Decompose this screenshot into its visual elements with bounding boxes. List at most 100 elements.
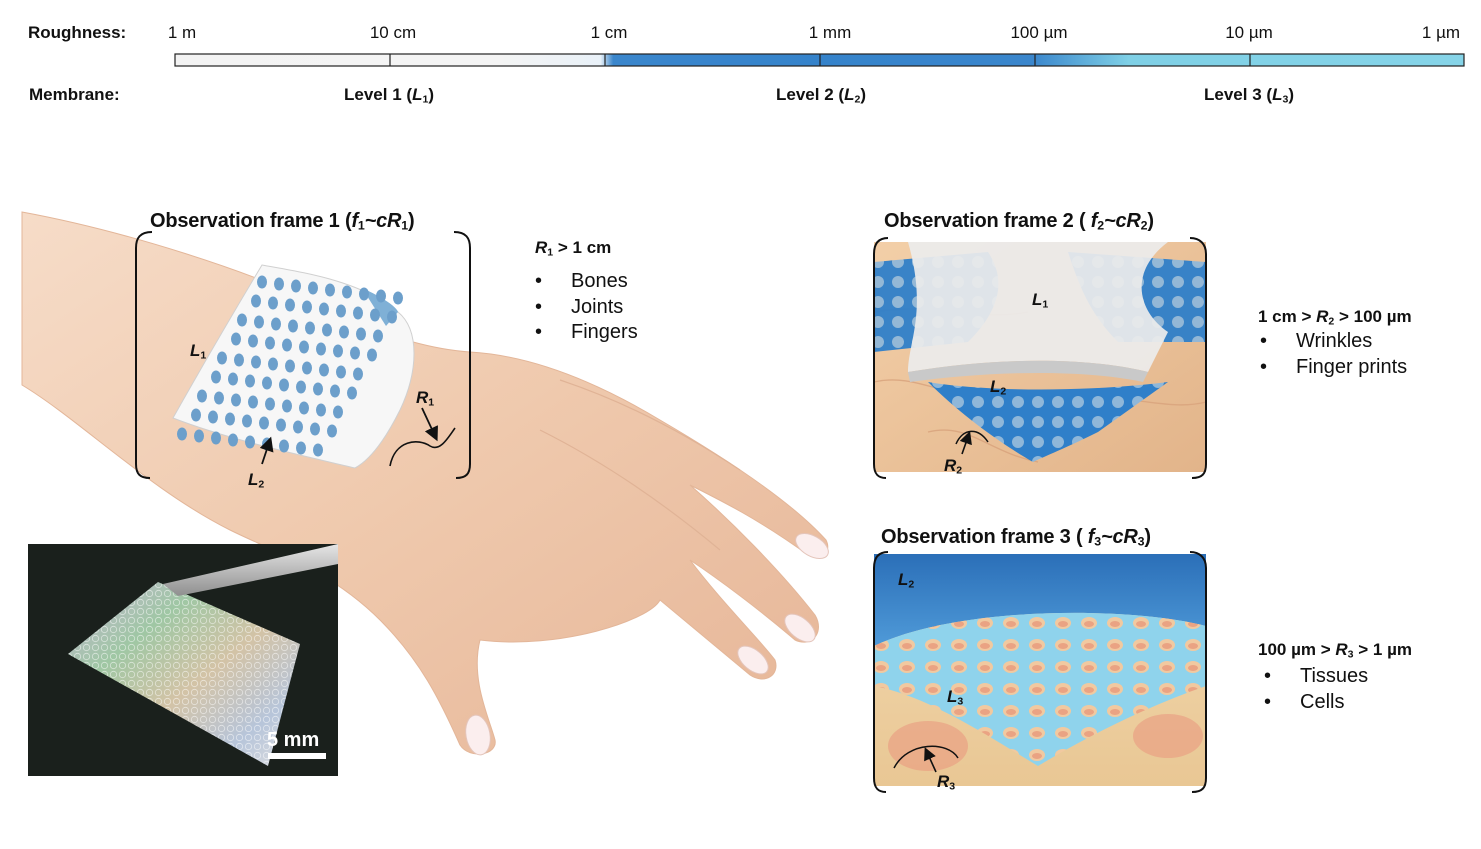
patch-dot <box>285 298 295 312</box>
patch-dot <box>319 302 329 316</box>
level-1-label: Level 1 (L1) <box>344 85 434 106</box>
patch-dot <box>359 287 369 301</box>
patch-dot <box>376 289 386 303</box>
fingernail <box>737 645 769 675</box>
patch-dot <box>217 351 227 365</box>
membrane-label: Membrane: <box>29 85 120 104</box>
patch-dot <box>291 279 301 293</box>
patch-dot <box>296 441 306 455</box>
frame3-illustration <box>873 551 1207 793</box>
frame2-condition: 1 cm > R2 > 100 µm <box>1258 307 1412 328</box>
patch-dot <box>242 414 252 428</box>
patch-dot <box>310 422 320 436</box>
membrane-photo: 5 mm <box>28 544 338 776</box>
patch-dot <box>319 363 329 377</box>
membrane-photo-image <box>28 544 338 776</box>
patch-dot <box>271 317 281 331</box>
frame3-list: Tissues Cells <box>1264 664 1368 715</box>
fingernail <box>465 714 491 756</box>
l1-membrane <box>908 242 1168 372</box>
patch-dot <box>254 315 264 329</box>
patch-dot <box>245 374 255 388</box>
patch-dot <box>353 367 363 381</box>
patch-dot <box>265 336 275 350</box>
patch-dot <box>325 283 335 297</box>
frame1-arrows <box>259 407 438 465</box>
patch-dot <box>299 340 309 354</box>
patch-dot <box>353 306 363 320</box>
l2-membrane <box>874 554 1206 646</box>
list-item: Cells <box>1264 690 1368 716</box>
level-2-label: Level 2 (L2) <box>776 85 866 106</box>
frame2-illustration <box>873 237 1207 479</box>
level-3-label: Level 3 (L3) <box>1204 85 1294 106</box>
list-item: Finger prints <box>1260 355 1407 381</box>
patch-dot <box>248 395 258 409</box>
frame1-label-l1: L1 <box>190 341 207 362</box>
tick-label-1m: 1 m <box>167 23 197 42</box>
patch-dot <box>208 410 218 424</box>
tick-label-1cm: 1 cm <box>590 23 628 42</box>
frame2-label-r2: R2 <box>944 456 963 477</box>
patch-dot <box>342 285 352 299</box>
patch-dot <box>279 378 289 392</box>
tick-label-1mm: 1 mm <box>808 23 852 42</box>
patch-dot <box>259 416 269 430</box>
patch-dot <box>197 389 207 403</box>
patch-dot <box>316 403 326 417</box>
patch-dot <box>387 310 397 324</box>
patch-dot <box>336 365 346 379</box>
frame3-title: Observation frame 3 ( f3~cR3) <box>881 526 1151 549</box>
patch-dot <box>214 391 224 405</box>
patch-dot <box>296 380 306 394</box>
list-item: Joints <box>535 295 638 321</box>
patch-dot <box>285 359 295 373</box>
fingernail <box>795 533 829 559</box>
frame1-title: Observation frame 1 (f1~cR1) <box>150 210 415 233</box>
patch-dot <box>231 393 241 407</box>
membrane-levels: Level 1 (L1) Level 2 (L2) Level 3 (L3) <box>0 85 1481 109</box>
roughness-tick-labels: 1 m 10 cm 1 cm 1 mm 100 µm 10 µm 1 µm <box>0 23 1481 45</box>
frame1-label-l2: L2 <box>248 470 265 491</box>
patch-dot <box>327 424 337 438</box>
patch-dot <box>279 439 289 453</box>
patch-dot <box>370 308 380 322</box>
patch-dot <box>367 348 377 362</box>
tick-label-10cm: 10 cm <box>369 23 417 42</box>
patch-dot <box>336 304 346 318</box>
patch-dot <box>211 431 221 445</box>
patch-dot <box>268 296 278 310</box>
patch-dot <box>265 397 275 411</box>
patch-dot <box>356 327 366 341</box>
tweezer <box>163 544 338 596</box>
frame3-label-l3: L3 <box>947 687 964 708</box>
tick-label-100um: 100 µm <box>1010 23 1068 42</box>
patch-dot <box>313 443 323 457</box>
patch-dot <box>276 418 286 432</box>
fingernail <box>784 613 816 643</box>
l3-membrane <box>874 612 1206 766</box>
frame3-label-l2: L2 <box>898 570 915 591</box>
patch-dot <box>228 433 238 447</box>
membrane-patch <box>172 264 415 469</box>
patch-dot <box>339 325 349 339</box>
list-item: Tissues <box>1264 664 1368 690</box>
tick-label-10um: 10 µm <box>1225 23 1273 42</box>
patch-dot <box>194 429 204 443</box>
list-item: Wrinkles <box>1260 329 1407 355</box>
patch-dot <box>211 370 221 384</box>
finger-contour <box>559 379 741 471</box>
frame3-label-r3: R3 <box>937 772 956 793</box>
patch-dot <box>302 300 312 314</box>
patch-dot <box>313 382 323 396</box>
patch-dot <box>225 412 235 426</box>
scale-bar-label: 5 mm <box>267 729 320 751</box>
patch-dot <box>305 321 315 335</box>
patch-dot <box>333 344 343 358</box>
patch-dot <box>282 338 292 352</box>
patch-dot <box>299 401 309 415</box>
frame3-condition: 100 µm > R3 > 1 µm <box>1258 640 1412 661</box>
tick-label-1um: 1 µm <box>1421 23 1461 42</box>
frame1-label-r1: R1 <box>416 388 435 409</box>
patch-dot <box>373 329 383 343</box>
